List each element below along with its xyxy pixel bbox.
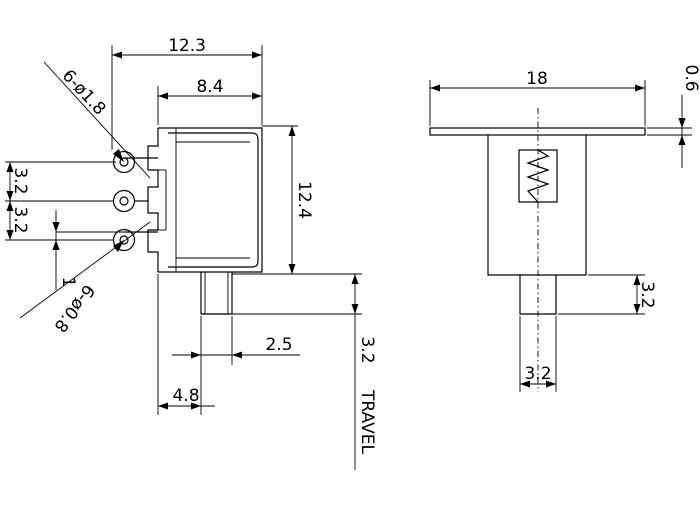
dim-actuator-width-end: 3.2 bbox=[524, 364, 551, 384]
dim-actuator-offset: 4.8 bbox=[172, 386, 199, 406]
end-view-dimension-lines bbox=[430, 84, 686, 388]
hole-callout-leaders bbox=[19, 61, 151, 319]
actuator-plunger bbox=[200, 272, 233, 315]
dim-body-height: 12.4 bbox=[294, 181, 314, 219]
dim-travel-value: 3.2 bbox=[357, 336, 377, 363]
hole-callout-bottom: 6-ø0.8 bbox=[50, 280, 99, 335]
end-view: 18 0.6 3.2 3.2 bbox=[429, 64, 700, 392]
extension-lines bbox=[5, 45, 362, 415]
dim-actuator-width: 2.5 bbox=[265, 335, 292, 355]
dim-flange-thickness: 0.6 bbox=[681, 64, 700, 91]
actuator-end bbox=[519, 275, 557, 315]
solder-terminals bbox=[112, 150, 158, 252]
end-view-extension-lines bbox=[429, 80, 692, 392]
side-view: 12.3 8.4 12.4 3.2 3.2 1 6-ø1.8 6-ø0.8 2.… bbox=[5, 36, 377, 470]
dimension-lines bbox=[6, 51, 359, 470]
dim-body-width: 8.4 bbox=[196, 77, 223, 97]
switch-housing bbox=[147, 127, 263, 273]
dim-travel-label: TRAVEL bbox=[357, 389, 377, 454]
mounting-flange bbox=[429, 127, 646, 136]
switch-body-end bbox=[487, 108, 587, 392]
dim-pin-spacing-top: 3.2 bbox=[10, 167, 30, 194]
hole-callout-top: 6-ø1.8 bbox=[58, 66, 110, 119]
dim-overall-width: 12.3 bbox=[168, 36, 206, 56]
dim-pin-spacing-bottom: 3.2 bbox=[10, 206, 30, 233]
dim-pin-offset: 1 bbox=[58, 277, 78, 288]
dim-flange-width: 18 bbox=[526, 69, 548, 89]
dim-actuator-protrusion: 3.2 bbox=[637, 281, 657, 308]
